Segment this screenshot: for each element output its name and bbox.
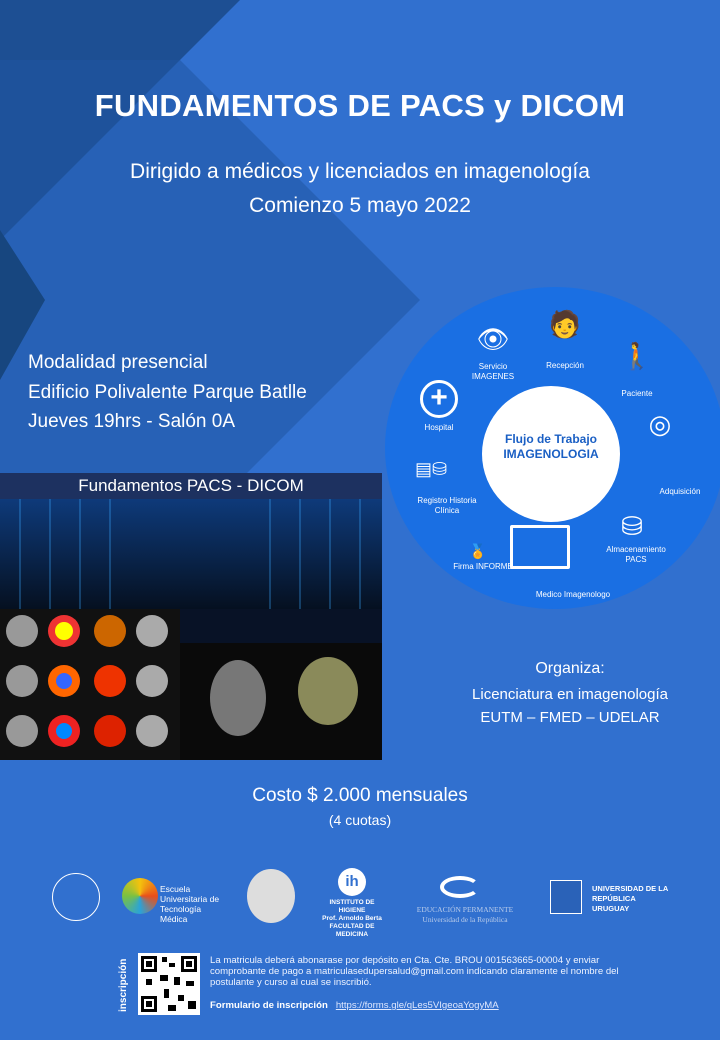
udelar-building-logo xyxy=(550,880,582,914)
payment-note: La matricula deberá abonarase por depósi… xyxy=(210,955,619,988)
reception-icon: 🧑 xyxy=(548,309,582,339)
workflow-item-hospital: Hospital xyxy=(424,423,454,432)
patient-icon: 🚶 xyxy=(620,341,654,371)
ih-logo-mark: ih xyxy=(338,868,366,896)
qr-code[interactable] xyxy=(138,953,200,1015)
registration-form: Formulario de inscripción https://forms.… xyxy=(210,1000,499,1011)
location: Edificio Polivalente Parque Batlle xyxy=(28,382,307,403)
audience: Dirigido a médicos y licenciados en imag… xyxy=(130,160,590,183)
organizer-institutions: EUTM – FMED – UDELAR xyxy=(480,709,660,726)
pacs-image-panel: Fundamentos PACS - DICOM xyxy=(0,473,382,760)
start-date: Comienzo 5 mayo 2022 xyxy=(249,194,471,217)
eutm-logo-text: Escuela Universitaria de Tecnología Médi… xyxy=(160,884,220,924)
data-center-image xyxy=(0,499,382,760)
organizer-program: Licenciatura en imagenología xyxy=(472,686,668,703)
workflow-item-registro: Registro Historia Clínica xyxy=(417,496,477,515)
form-link[interactable]: https://forms.gle/qLes5VIgeoaYogyMA xyxy=(335,1000,499,1011)
page-title: FUNDAMENTOS DE PACS y DICOM xyxy=(94,88,626,123)
hospital-cross-icon: + xyxy=(420,380,458,418)
modality: Modalidad presencial xyxy=(28,352,208,373)
workflow-item-servicio: Servicio IMAGENES xyxy=(471,362,515,381)
eutm-logo-mark xyxy=(122,878,158,914)
panel-title: Fundamentos PACS - DICOM xyxy=(0,473,382,499)
installments: (4 cuotas) xyxy=(328,812,392,828)
organizer-heading: Organiza: xyxy=(535,660,605,677)
workflow-item-recepcion: Recepción xyxy=(546,361,584,370)
workflow-item-adquisicion: Adquisición xyxy=(659,487,701,496)
workflow-item-almacenamiento: Almacenamiento PACS xyxy=(606,545,666,564)
inscripcion-label: inscripción xyxy=(118,958,129,1012)
workflow-item-firma: Firma INFORME xyxy=(453,562,513,571)
award-icon: 🏅 xyxy=(469,543,487,559)
eye-icon: 👁 xyxy=(476,324,510,354)
records-icon: ▤⛁ xyxy=(414,459,448,479)
scanner-icon: ◎ xyxy=(648,409,672,439)
database-icon: ⛁ xyxy=(621,511,643,541)
udelar-logo-text: UNIVERSIDAD DE LA REPÚBLICA URUGUAY xyxy=(592,884,668,913)
workflow-item-medico: Medico Imagenologo xyxy=(535,590,611,599)
fmed-seal-logo xyxy=(247,869,295,923)
monitor-icon xyxy=(510,525,570,569)
schedule: Jueves 19hrs - Salón 0A xyxy=(28,411,236,432)
cost: Costo $ 2.000 mensuales xyxy=(252,785,468,806)
educacion-permanente-mark xyxy=(440,876,480,898)
form-label: Formulario de inscripción xyxy=(210,1000,328,1011)
workflow-item-paciente: Paciente xyxy=(621,389,653,398)
seal-logo xyxy=(52,873,100,921)
